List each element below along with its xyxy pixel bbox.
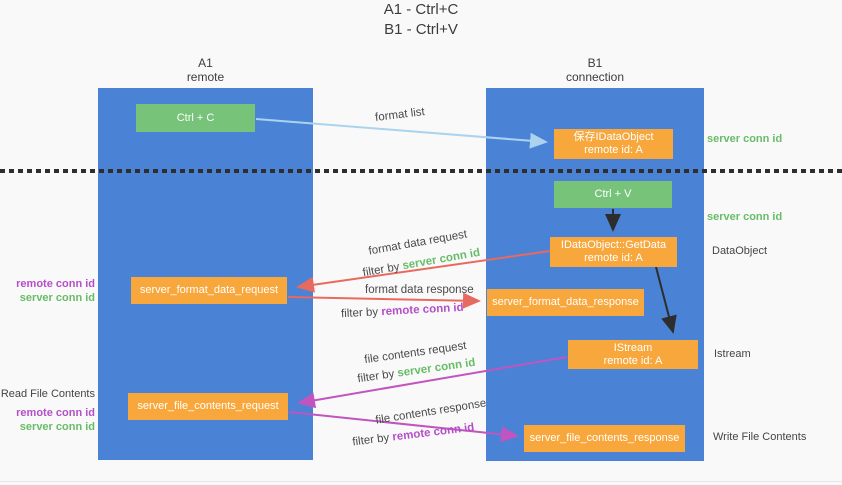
node-fileq-label: server_file_contents_request [137, 400, 279, 412]
node-freq-label: server_format_data_request [139, 284, 279, 296]
dotted-separator [0, 169, 842, 173]
filter-prefix: filter by [340, 306, 382, 321]
node-fresp-label: server_format_data_response [492, 296, 639, 308]
lane-a1-name: A1 [198, 56, 213, 70]
arrow-file-contents-request [297, 356, 568, 409]
node-save-idataobject: 保存IDataObject remote id: A [554, 129, 673, 159]
node-istream-line1: IStream [613, 341, 653, 354]
node-idataobject-getdata: IDataObject::GetData remote id: A [550, 237, 677, 267]
node-getdata-line2: remote id: A [584, 252, 643, 264]
title-line-2: B1 - Ctrl+V [384, 21, 458, 38]
node-ctrl-v: Ctrl + V [554, 181, 672, 208]
node-save-line2: remote id: A [584, 144, 643, 156]
label-write-file-contents: Write File Contents [713, 431, 807, 443]
label-remote-conn-id-left-top: remote conn id [16, 278, 95, 290]
label-istream: Istream [714, 348, 751, 360]
node-server-format-data-request: server_format_data_request [131, 277, 287, 304]
lane-a1-sub: remote [186, 70, 225, 84]
diagram-title: A1 - Ctrl+C B1 - Ctrl+V [0, 0, 842, 40]
lane-header-b1: B1 connection [486, 56, 704, 84]
node-server-file-contents-request: server_file_contents_request [128, 393, 288, 420]
label-server-conn-id-right-mid: server conn id [707, 211, 783, 223]
node-ctrl-c-label: Ctrl + C [176, 111, 215, 124]
node-filer-label: server_file_contents_response [529, 432, 680, 444]
node-ctrl-v-label: Ctrl + V [594, 188, 632, 200]
lane-header-a1: A1 remote [98, 56, 313, 84]
node-server-file-contents-response: server_file_contents_response [524, 425, 685, 452]
node-save-line1: 保存IDataObject [573, 131, 654, 143]
title-line-1: A1 - Ctrl+C [383, 1, 459, 18]
label-server-conn-id-left-bottom: server conn id [19, 421, 95, 433]
arrow-format-data-request [296, 250, 551, 293]
node-istream-line2: remote id: A [603, 354, 663, 367]
node-getdata-line1: IDataObject::GetData [560, 239, 667, 251]
label-read-file-contents: Read File Contents [0, 388, 95, 400]
lane-b1-sub: connection [565, 70, 625, 84]
arrow-format-data-response [287, 292, 481, 309]
arrow-format-list [255, 118, 548, 149]
label-dataobject: DataObject [712, 245, 768, 257]
bottom-edge-line [0, 481, 842, 482]
arrow-getdata-to-istream [655, 266, 677, 334]
label-remote-conn-id-left-bottom: remote conn id [16, 407, 95, 419]
label-format-data-response: format data response [365, 284, 474, 296]
node-ctrl-c: Ctrl + C [136, 104, 255, 132]
node-server-format-data-response: server_format_data_response [487, 289, 644, 316]
arrow-file-contents-response [288, 411, 519, 443]
label-server-conn-id-left-top: server conn id [19, 292, 95, 304]
node-istream: IStream remote id: A [568, 340, 698, 369]
label-server-conn-id-right-top: server conn id [707, 133, 783, 145]
lane-b1-name: B1 [587, 56, 603, 70]
